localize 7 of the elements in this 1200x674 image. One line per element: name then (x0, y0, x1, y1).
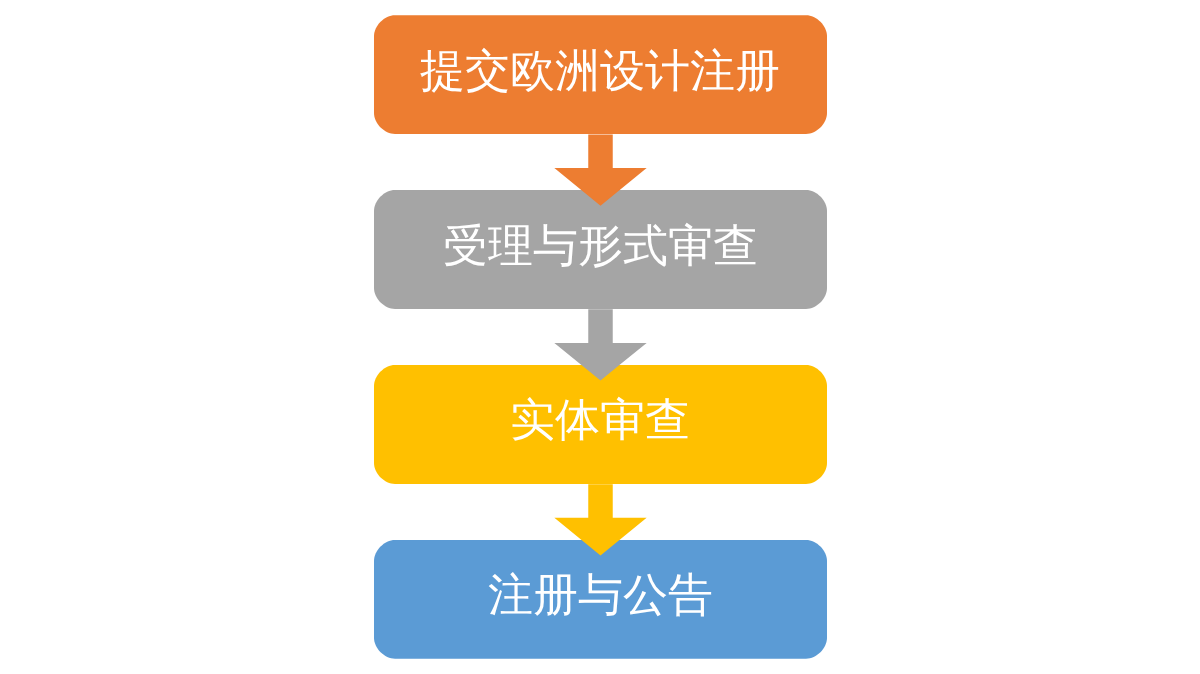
node-box: 提交欧洲设计注册 (373, 15, 827, 135)
arrow (553, 309, 647, 381)
node-box: 注册与公告 (373, 539, 827, 659)
node-box: 受理与形式审查 (373, 190, 827, 309)
arrow (553, 134, 647, 206)
node-box: 实体审查 (373, 365, 827, 484)
arrow (553, 484, 647, 556)
